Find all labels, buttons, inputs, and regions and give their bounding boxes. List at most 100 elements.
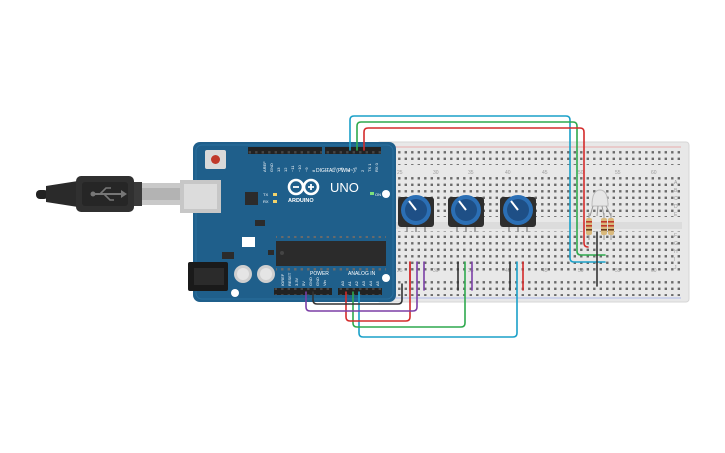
pin-label: ~11 [290,165,295,172]
mounting-hole [382,190,390,198]
capacitors [234,265,275,283]
aref-label: AREF [262,161,267,172]
col-number: 45 [542,170,548,176]
pin-label: TX 1 [367,163,372,172]
pin-label: A4 [368,280,373,286]
power-header[interactable] [274,288,332,295]
arduino-uno-board[interactable]: TX RX ON UNO ARDUINO AREF [180,142,396,302]
wire-blue-digital[interactable] [349,115,606,263]
power-pin-labels: IOREF RESET 3.3V 5V GND GND Vin [280,272,327,286]
rx-label: RX [263,199,269,204]
pin-label: ~3 [353,167,358,172]
breadboard-column-numbers-top: 25 30 35 40 45 50 55 60 [397,170,657,176]
pin-label: GND [315,277,320,286]
col-number: 45 [542,268,548,274]
pin-label: Vin [322,280,327,286]
mounting-hole [382,274,390,282]
maker-label: ARDUINO [288,198,314,204]
pin-label: RX 0 [374,162,379,172]
power-label: POWER [310,271,329,277]
resistor-2[interactable] [601,213,607,240]
usb-chip [245,192,258,205]
row-letter: H [674,249,678,255]
potentiometer-3[interactable] [500,195,536,232]
on-label: ON [375,192,381,197]
row-letter: C [674,196,678,202]
col-number: 60 [651,268,657,274]
col-number: 35 [468,170,474,176]
bottom-power-rail [384,280,682,296]
col-number: 30 [433,268,439,274]
digital-header[interactable] [248,147,381,154]
col-number: 55 [615,268,621,274]
row-letter: A [674,180,678,186]
pin-label: A2 [354,280,359,286]
pin-label: 12 [283,167,288,172]
breadboard-row-letters-top: A B C D E [674,180,678,218]
wire-red-digital[interactable] [363,127,589,248]
col-number: 40 [505,268,511,274]
col-number: 60 [651,170,657,176]
pin-label: 4 [346,169,351,172]
wire-green-digital[interactable] [356,121,606,256]
regulator [242,237,255,247]
row-letter: F [674,233,677,239]
mounting-hole [231,289,239,297]
wire-blue-analog[interactable] [358,261,518,338]
pin-label: 2 [360,169,365,172]
resistor-3[interactable] [608,213,614,240]
digital-pin-labels: AREF GND 13 12 ~11 ~10 ~9 8 7 ~6 ~5 4 ~3… [262,161,379,172]
pin-label: A1 [347,280,352,286]
pin-label: ~10 [297,164,302,172]
row-letter: G [674,241,678,247]
pin-label: ~5 [339,167,344,172]
pin-label: RESET [287,272,292,286]
row-letter: I [674,257,675,263]
col-number: 35 [468,268,474,274]
tx-label: TX [263,192,268,197]
col-number: 40 [505,170,511,176]
wire-green-analog[interactable] [352,261,466,328]
row-letter: E [674,212,678,218]
pin-label: ~6 [332,167,337,172]
wire-black-gnd[interactable] [312,283,403,305]
col-number: 55 [615,170,621,176]
reset-button[interactable] [205,150,226,169]
pin-label: 13 [276,167,281,172]
col-number: 25 [397,170,403,176]
top-power-rail [384,149,682,165]
digital-label: DIGITAL (PWM~) [316,168,355,174]
col-number: 50 [578,170,584,176]
analog-header[interactable] [338,288,382,295]
usb-cable[interactable] [36,176,180,212]
analog-label: ANALOG IN [348,271,376,277]
row-letter: B [674,188,678,194]
wire-red-analog[interactable] [345,261,411,322]
row-letter: D [674,204,678,210]
arduino-logo [287,178,320,196]
col-number: 30 [433,170,439,176]
pin-label: 5V [301,281,306,286]
breadboard-column-numbers-bottom: 25 30 35 40 45 50 55 60 [397,268,657,274]
pin-label: A5 [375,280,380,286]
pin-label: GND [308,277,313,286]
row-letter: J [674,265,677,271]
pin-label: A3 [361,280,366,286]
pin-label: A0 [340,280,345,286]
pin-label: ~9 [304,167,309,172]
rgb-led[interactable] [589,189,612,217]
pin-label: IOREF [280,273,285,286]
bottom-terminal-strip [384,231,682,271]
potentiometer-2[interactable] [448,195,484,232]
col-number: 25 [397,268,403,274]
col-number: 50 [578,268,584,274]
resistor-1[interactable] [586,213,592,240]
wire-purple-5v[interactable] [305,261,418,312]
breadboard-row-letters-bottom: F G H I J [674,233,678,271]
usb-icon [90,187,127,201]
brand-label: UNO [330,180,359,195]
pin-label: 3.3V [294,277,299,286]
wires[interactable] [305,115,606,338]
potentiometer-1[interactable] [398,195,434,232]
